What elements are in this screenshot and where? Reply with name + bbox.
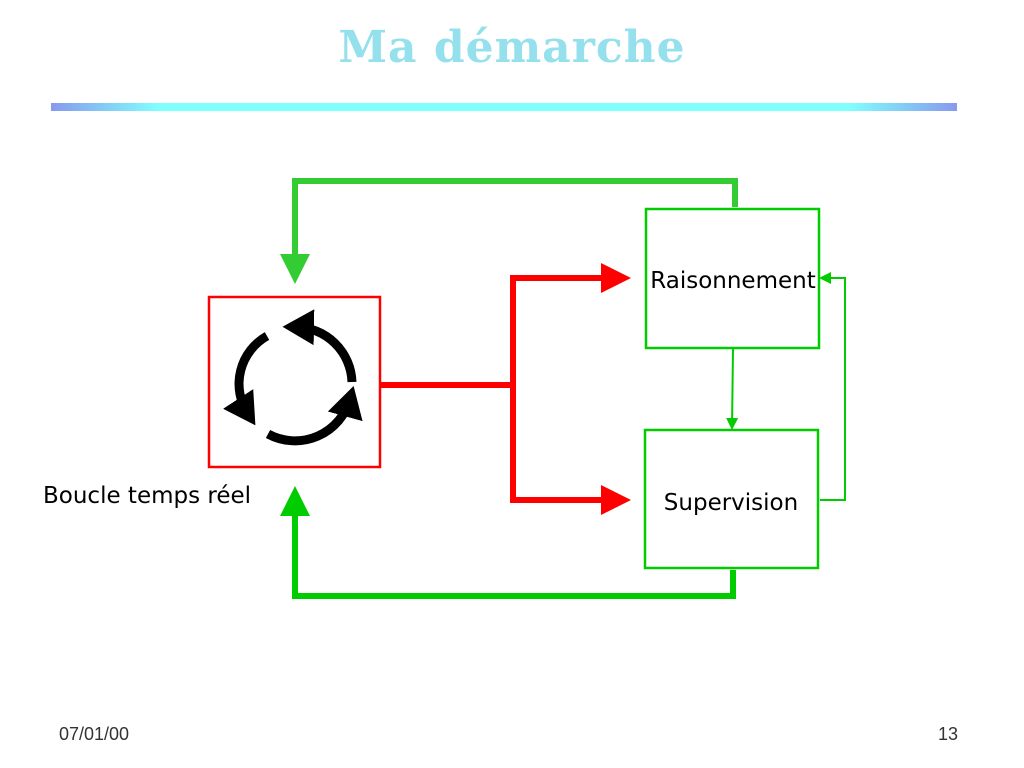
red-arrow-to-supervision <box>510 385 631 515</box>
arrow-supervision-to-reasoning <box>819 272 846 501</box>
red-arrow-to-reasoning <box>510 263 631 385</box>
slide-title: Ma démarche <box>338 22 686 73</box>
slide-date: 07/01/00 <box>59 724 130 744</box>
feedback-arrow-top <box>280 178 738 284</box>
slide-page-number: 13 <box>937 724 958 744</box>
supervision-box <box>643 428 820 570</box>
loop-label: Boucle temps réel <box>43 483 251 509</box>
supervision-label: Supervision <box>664 490 798 516</box>
reasoning-box <box>644 207 821 350</box>
title-underline-bar <box>51 103 957 111</box>
feedback-arrow-bottom <box>280 486 736 599</box>
cycle-arrows-icon <box>223 309 363 446</box>
reasoning-label: Raisonnement <box>650 268 815 294</box>
arrow-reasoning-to-supervision <box>726 348 739 430</box>
